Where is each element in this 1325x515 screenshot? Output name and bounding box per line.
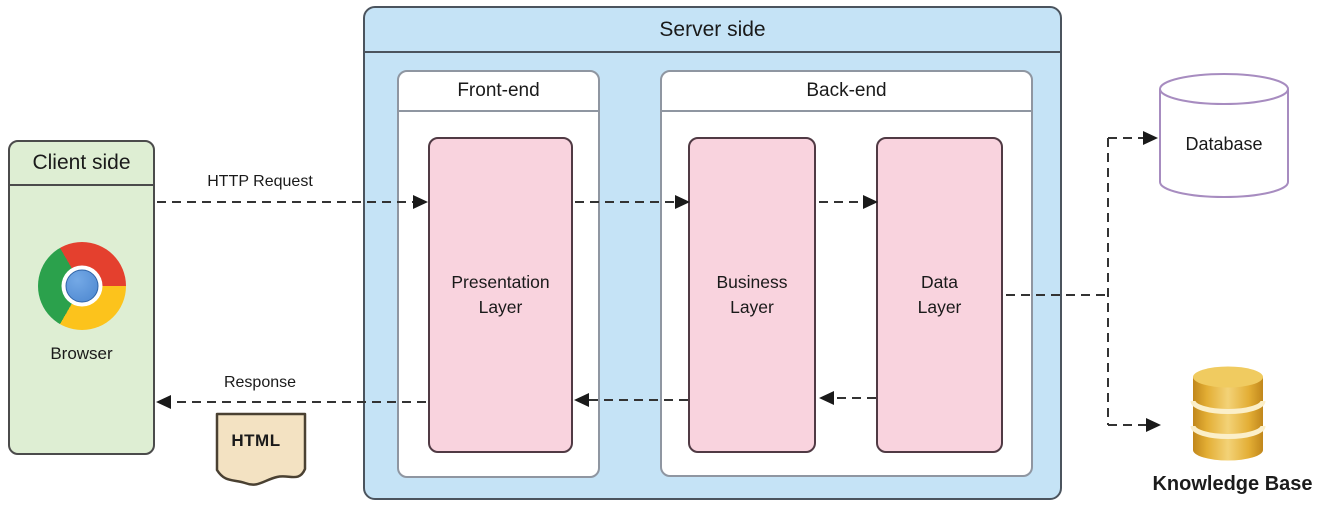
knowledge-base-arrowhead	[1146, 418, 1161, 432]
presentation-layer-box: Presentation Layer	[428, 137, 573, 453]
server-side-panel: Server side Front-end Presentation Layer…	[363, 6, 1062, 500]
database-cylinder: Database	[1158, 70, 1290, 202]
response-arrowhead-client	[156, 395, 171, 409]
database-arrowhead	[1143, 131, 1158, 145]
cylinder-top	[1159, 73, 1289, 105]
client-side-title: Client side	[10, 142, 153, 186]
back-end-panel: Back-end Business Layer Data Layer	[660, 70, 1033, 477]
database-cylinder-shape	[1159, 73, 1289, 198]
kb-cylinder-body	[1193, 377, 1263, 461]
database-label: Database	[1185, 134, 1263, 154]
html-doc-path	[215, 412, 307, 486]
knowledge-base-label: Knowledge Base	[1152, 473, 1313, 495]
kb-cylinder-top	[1193, 366, 1263, 388]
business-layer-box: Business Layer	[688, 137, 816, 453]
client-side-panel: Client side Browser	[8, 140, 155, 455]
knowledge-base-icon	[1187, 366, 1269, 462]
html-document-icon: HTML	[214, 412, 308, 490]
server-side-title: Server side	[365, 8, 1060, 53]
cylinder-body	[1159, 89, 1289, 198]
data-layer-box: Data Layer	[876, 137, 1003, 453]
http-request-label: HTTP Request	[207, 173, 313, 190]
html-doc-label: HTML	[231, 431, 281, 450]
business-layer-label: Business Layer	[716, 271, 788, 317]
chrome-icon-center	[65, 269, 99, 303]
kb-groove-lower	[1190, 425, 1266, 439]
back-end-title: Back-end	[662, 72, 1031, 112]
browser-label: Browser	[50, 344, 113, 363]
kb-groove-upper	[1190, 400, 1266, 414]
html-doc-shape	[215, 412, 307, 486]
presentation-layer-label: Presentation Layer	[451, 271, 550, 317]
response-label: Response	[223, 374, 297, 391]
data-layer-label: Data Layer	[917, 271, 962, 317]
knowledge-base-shape	[1190, 366, 1266, 461]
chrome-browser-icon	[38, 242, 126, 330]
front-end-title: Front-end	[399, 72, 598, 112]
front-end-panel: Front-end Presentation Layer	[397, 70, 600, 478]
